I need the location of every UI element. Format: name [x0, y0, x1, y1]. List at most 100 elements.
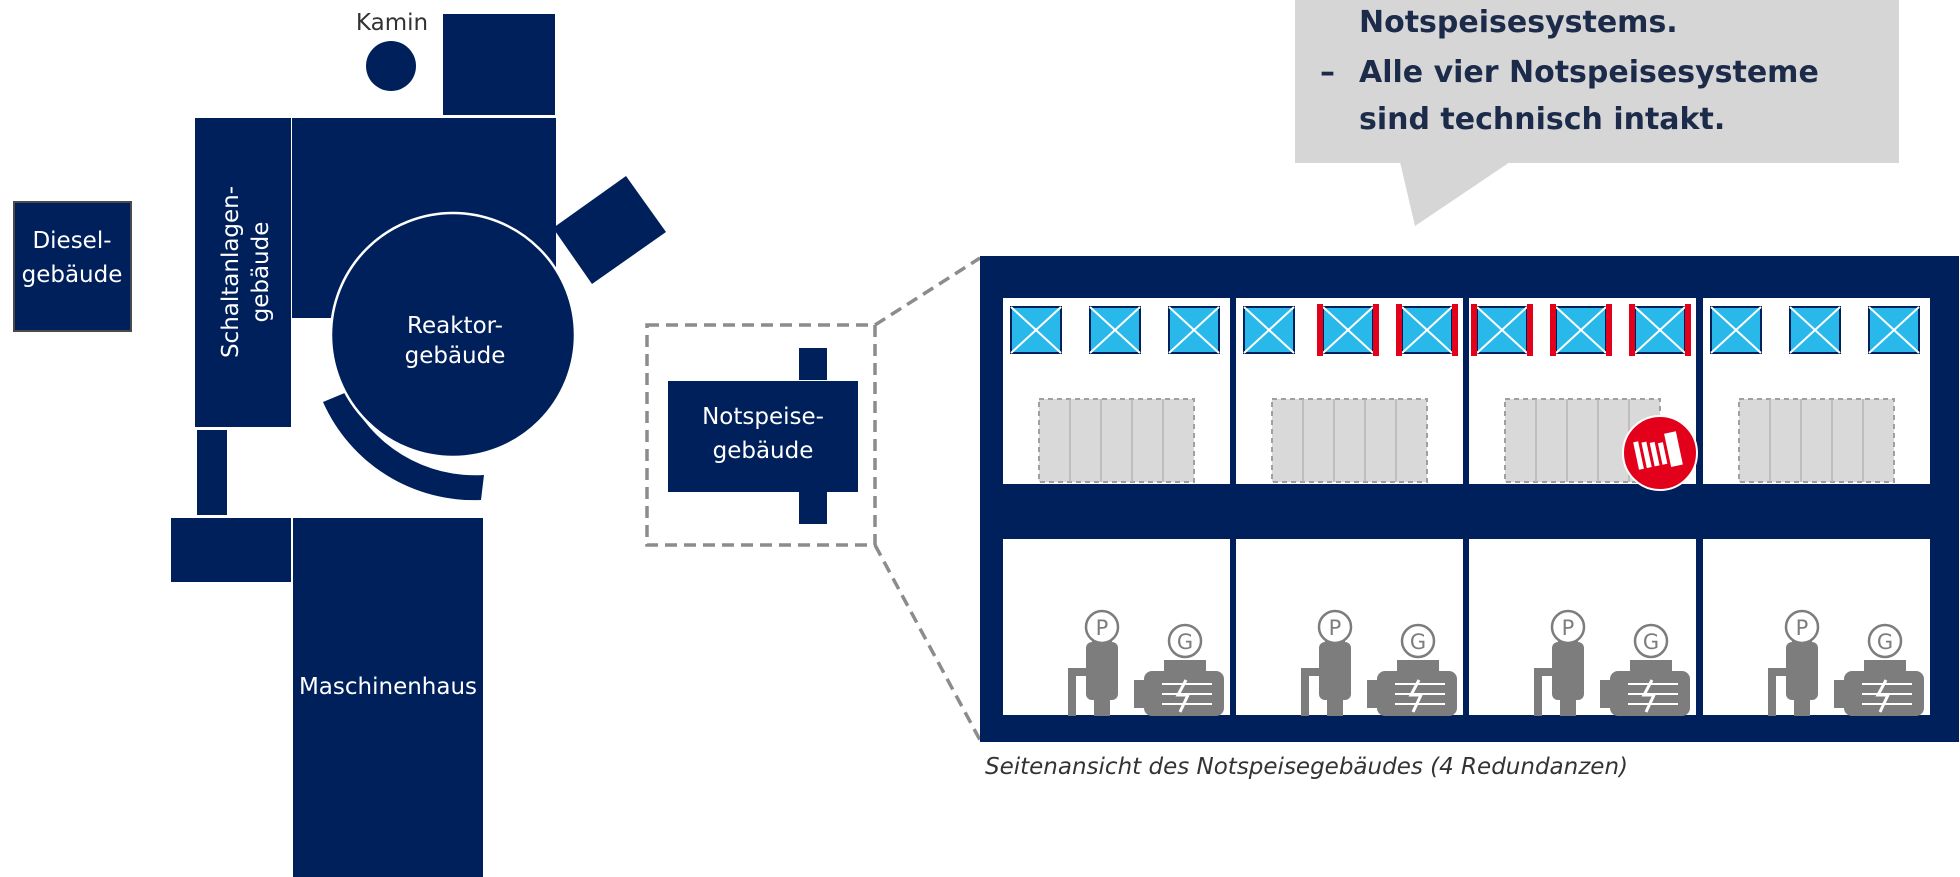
train-4-generator-shaft — [1834, 680, 1848, 708]
bubble-bullet: – — [1320, 55, 1335, 90]
train-2-generator-symbol — [1400, 623, 1436, 659]
train-4-cooler-1-cross-b — [1710, 306, 1762, 354]
train-4-pump-label: P — [1796, 616, 1809, 640]
train-3-cooler-2-failure-bar-left — [1550, 304, 1556, 356]
train-4-pump-body — [1786, 642, 1818, 700]
train-4-generator-symbol — [1867, 623, 1903, 659]
train-3-generator-symbol — [1633, 623, 1669, 659]
train-3-pump-body — [1552, 642, 1584, 700]
train-3-generator-bolt — [1641, 679, 1657, 713]
train-3-pump-inlet — [1534, 668, 1542, 716]
speech-bubble-body — [1295, 0, 1899, 163]
train-4-pump-inlet-elbow — [1768, 668, 1792, 676]
train-1-cooler-3-cross-b — [1168, 306, 1220, 354]
train-1-pump-inlet-elbow — [1068, 668, 1092, 676]
train-3-cooler-2-cross-b — [1555, 306, 1607, 354]
train-4-cooler-2-cross-b — [1789, 306, 1841, 354]
switchgear-label-2: gebäude — [248, 222, 274, 323]
train-3-generator-label: G — [1643, 630, 1659, 654]
reactor-side-arm — [553, 176, 666, 284]
selection-frame — [645, 323, 877, 547]
machine-hall-label: Maschinenhaus — [299, 674, 477, 700]
train-3-cooler-1-failure-bar-right — [1527, 304, 1533, 356]
train-2-cooler-1-cross-b — [1243, 306, 1295, 354]
chimney — [366, 41, 416, 91]
train-3-cooler-1-cross-b — [1476, 306, 1528, 354]
train-1-cooler-1-cross-b — [1010, 306, 1062, 354]
reactor-label-2: gebäude — [405, 343, 506, 369]
failure-marker-stripe-2 — [1641, 441, 1652, 469]
train-2-generator-label: G — [1410, 630, 1426, 654]
switchgear-label-1: Schaltanlagen- — [218, 186, 244, 358]
train-3-pump-foot — [1560, 698, 1576, 716]
train-2-generator-bolt — [1408, 679, 1424, 713]
bubble-line-2: Alle vier Notspeisesysteme — [1359, 55, 1819, 90]
train-3-cooler-3-failure-bar-right — [1685, 304, 1691, 356]
side-view-caption: Seitenansicht des Notspeisegebäudes (4 R… — [985, 754, 1628, 780]
train-2-pump-inlet-elbow — [1301, 668, 1325, 676]
train-3-generator-top — [1630, 660, 1672, 672]
lower-annex — [171, 518, 291, 582]
train-3-cooler-1-failure-bar-left — [1471, 304, 1477, 356]
chimney-label: Kamin — [356, 10, 428, 36]
emergency-feed-label-2: gebäude — [713, 438, 814, 464]
failure-marker-stripe-4 — [1657, 442, 1668, 465]
train-2-floor-slab-upper — [1234, 484, 1465, 490]
train-2-cooler-2-failure-bar-left — [1317, 304, 1323, 356]
train-1-generator-top — [1164, 660, 1206, 672]
reactor-label-1: Reaktor- — [407, 313, 503, 339]
reactor-crescent — [323, 392, 484, 501]
train-4-generator-label: G — [1877, 630, 1893, 654]
train-2-generator-shaft — [1367, 680, 1381, 708]
failure-marker-stripe-3 — [1649, 441, 1660, 467]
switchgear-building — [193, 116, 293, 429]
train-3-floor-slab-upper — [1467, 484, 1698, 490]
emergency-feed-building-stub-top — [799, 348, 827, 380]
train-3-cooler-2-failure-bar-right — [1606, 304, 1612, 356]
train-1-pump-label: P — [1096, 616, 1109, 640]
train-1-pump-symbol — [1084, 609, 1120, 645]
train-3-generator-shaft — [1600, 680, 1614, 708]
train-2-pump-body — [1319, 642, 1351, 700]
diesel-building-label-1: Diesel- — [32, 228, 111, 254]
speech-bubble: Notspeisesystems. – Alle vier Notspeises… — [1295, 0, 1899, 226]
train-1-pump-foot — [1094, 698, 1110, 716]
diesel-building — [13, 201, 132, 332]
train-4-pump-symbol — [1784, 609, 1820, 645]
train-2-cooler-3-failure-bar-left — [1396, 304, 1402, 356]
train-4-generator-bolt — [1875, 679, 1891, 713]
speech-bubble-tail — [1400, 162, 1510, 226]
train-4-pump-inlet — [1768, 668, 1776, 716]
train-3-floor-slab-lower — [1467, 533, 1698, 539]
train-4-pump-foot — [1794, 698, 1810, 716]
zoom-line-bottom — [873, 544, 982, 741]
train-1-floor-slab-upper — [1001, 484, 1232, 490]
train-3-cooler-3-cross-b — [1634, 306, 1686, 354]
train-1-pump-inlet — [1068, 668, 1076, 716]
train-4-generator-top — [1864, 660, 1906, 672]
failure-marker-block — [1664, 431, 1683, 467]
failure-marker-stripe-1 — [1633, 441, 1644, 470]
train-2-floor-slab-lower — [1234, 533, 1465, 539]
train-2-cooler-2-cross-b — [1322, 306, 1374, 354]
bubble-line-3: sind technisch intakt. — [1359, 102, 1725, 137]
site-plan: Diesel- gebäude Kamin Schaltanlagen- geb… — [13, 10, 982, 877]
emergency-feed-label-1: Notspeise- — [702, 404, 824, 430]
train-1-floor-slab-lower — [1001, 533, 1232, 539]
train-2-cooler-3-cross-b — [1401, 306, 1453, 354]
train-1-switch-cabinet — [1038, 398, 1195, 483]
train-3-pump-symbol — [1550, 609, 1586, 645]
emergency-feed-building — [668, 381, 858, 492]
train-3-pump-label: P — [1562, 616, 1575, 640]
train-2-cooler-2-failure-bar-right — [1373, 304, 1379, 356]
train-2-pump-symbol — [1317, 609, 1353, 645]
train-4-switch-cabinet — [1738, 398, 1895, 483]
train-3-pump-inlet-elbow — [1534, 668, 1558, 676]
train-2-cooler-3-failure-bar-right — [1452, 304, 1458, 356]
emergency-feed-building-stub-bottom — [799, 492, 827, 524]
zoom-line-top — [874, 256, 981, 327]
train-1-generator-symbol — [1167, 623, 1203, 659]
train-1-pump-body — [1086, 642, 1118, 700]
